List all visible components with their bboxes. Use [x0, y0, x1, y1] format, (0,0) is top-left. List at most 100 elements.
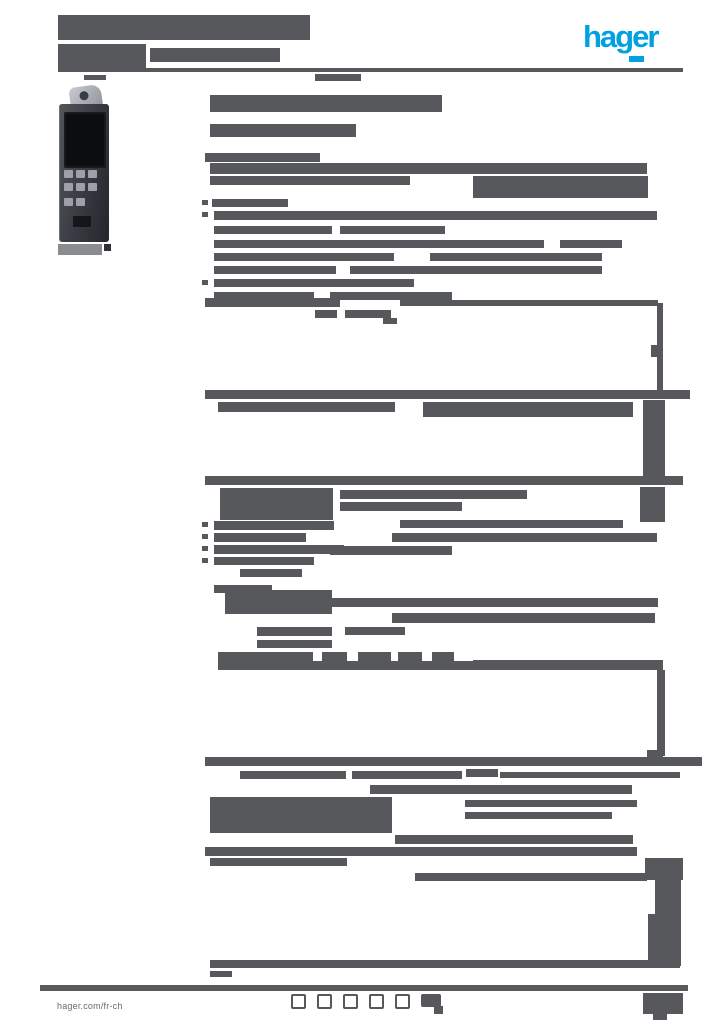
device-button	[76, 170, 85, 178]
redacted-text-block	[240, 569, 302, 577]
redacted-text-block	[430, 253, 602, 261]
footer-social-icon-3[interactable]	[343, 994, 358, 1009]
redacted-text-block	[330, 292, 452, 300]
redacted-text-block	[345, 627, 405, 635]
redacted-text-block	[560, 240, 622, 248]
bullet-dash	[202, 522, 208, 527]
redacted-text-block	[350, 266, 602, 274]
bullet-dash	[202, 212, 208, 217]
device-display-screen	[64, 112, 106, 168]
table-row-line	[210, 960, 680, 968]
footer-brand-block	[643, 993, 683, 1014]
redacted-text-block	[218, 661, 473, 670]
redacted-text-block	[395, 835, 633, 844]
device-button	[88, 170, 97, 178]
redacted-text-block	[340, 490, 527, 499]
redacted-text-block	[214, 557, 314, 565]
header-divider	[58, 68, 683, 72]
doc-title-line-2	[58, 44, 146, 68]
redacted-text-block	[466, 769, 498, 777]
table-row-line	[205, 390, 690, 399]
product-photo	[57, 83, 113, 255]
redacted-text-block	[392, 533, 657, 542]
value-column-band	[640, 487, 665, 522]
redacted-text-block	[218, 402, 395, 412]
device-button	[76, 183, 85, 191]
footer-social-icon-1[interactable]	[291, 994, 306, 1009]
redacted-text-block	[240, 771, 346, 779]
device-button-row	[64, 183, 97, 191]
redacted-text-block	[370, 785, 632, 794]
header-small-text	[315, 74, 361, 81]
footer-social-icon-4[interactable]	[369, 994, 384, 1009]
redacted-text-block	[415, 873, 647, 881]
value-column-band	[645, 858, 683, 880]
footer-link-box: hager.com/fr-ch	[50, 992, 170, 1020]
device-button-row	[64, 170, 97, 178]
footer-social-icon-5[interactable]	[395, 994, 410, 1009]
table-right-border	[657, 670, 665, 756]
redacted-text-block	[210, 176, 410, 185]
photo-caption-redacted	[58, 244, 102, 255]
table-row-line	[205, 757, 702, 766]
redacted-text-block	[214, 240, 544, 248]
redacted-text-block	[465, 800, 637, 807]
redacted-text-block	[214, 292, 314, 300]
footer-social-icon-6[interactable]	[421, 994, 443, 1014]
redacted-text-block	[465, 812, 612, 819]
redacted-text-block	[383, 318, 397, 324]
hager-logo-wordmark: hager	[583, 19, 659, 54]
redacted-text-block	[257, 627, 332, 636]
footer-social-icons	[291, 994, 443, 1014]
device-button	[64, 198, 73, 206]
bullet-dash	[202, 280, 208, 285]
redacted-text-block	[214, 253, 394, 261]
redacted-text-block	[210, 163, 647, 174]
device-button	[64, 183, 73, 191]
doc-subtitle	[150, 48, 280, 62]
bullet-dash	[202, 558, 208, 563]
footer-brand-block-tail	[653, 1014, 667, 1020]
footer-social-icon-2[interactable]	[317, 994, 332, 1009]
redacted-text-block	[220, 488, 333, 520]
device-button-row	[64, 198, 85, 206]
device-clip-hole	[78, 90, 90, 101]
redacted-text-block	[432, 652, 454, 661]
redacted-text-block	[205, 153, 320, 162]
redacted-text-block	[212, 199, 288, 207]
redacted-text-block	[400, 520, 623, 528]
footer-divider	[40, 985, 688, 991]
redacted-text-block	[473, 176, 648, 198]
redacted-text-block	[214, 585, 272, 593]
section-subheading	[210, 124, 356, 137]
value-column-band	[643, 400, 665, 478]
redacted-text-block	[340, 502, 462, 511]
hager-logo-underline-mark	[629, 56, 644, 62]
redacted-text-block	[647, 750, 663, 758]
bullet-dash	[202, 546, 208, 551]
redacted-text-block	[330, 546, 452, 555]
redacted-text-block	[214, 266, 336, 274]
redacted-text-block	[205, 298, 340, 307]
table-row-line	[205, 847, 637, 856]
redacted-text-block	[257, 640, 332, 648]
device-connector-port	[73, 216, 91, 227]
redacted-text-block	[214, 211, 657, 220]
redacted-text-block	[210, 858, 347, 866]
device-button	[88, 183, 97, 191]
redacted-text-block	[322, 652, 347, 661]
redacted-text-block	[214, 279, 414, 287]
hager-logo: hager	[583, 19, 683, 62]
header-small-text	[84, 75, 106, 80]
redacted-text-block	[218, 652, 313, 661]
redacted-text-block	[214, 545, 344, 554]
redacted-text-block	[214, 533, 306, 542]
footer-website-link[interactable]: hager.com/fr-ch	[57, 1001, 123, 1011]
value-column-band	[655, 880, 681, 914]
redacted-text-block	[328, 598, 658, 607]
redacted-text-block	[500, 772, 680, 778]
device-body	[59, 104, 109, 242]
redacted-text-block	[225, 590, 332, 614]
doc-title-line-1	[58, 15, 310, 40]
